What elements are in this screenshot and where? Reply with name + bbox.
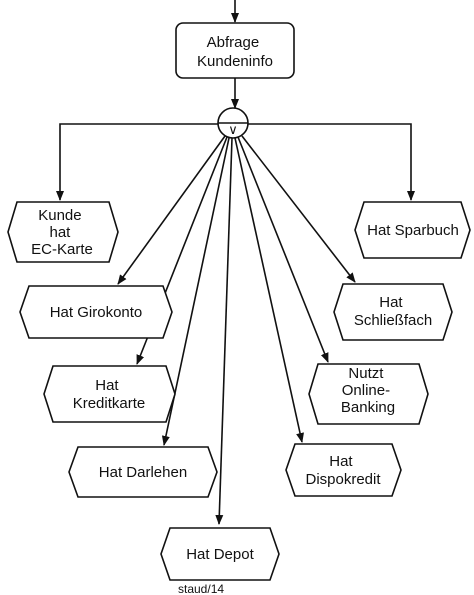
edge-dispokredit [234, 137, 304, 443]
event-ec-karte: Kunde hat EC-Karte [7, 201, 119, 263]
event-online-banking: Nutzt Online- Banking [308, 363, 429, 425]
event-girokonto: Hat Girokonto [19, 285, 173, 339]
svg-text:Hat Darlehen: Hat Darlehen [99, 464, 187, 481]
author-caption: staud/14 [178, 582, 224, 595]
event-dispokredit: Hat Dispokredit [285, 443, 402, 497]
edge-schliessfach [241, 135, 356, 283]
event-label-line: Dispokredit [305, 471, 381, 488]
event-label-line: Kunde [38, 207, 81, 224]
svg-text:Kunde hat EC-Karte: Kunde hat EC-Karte [31, 207, 93, 258]
event-label-line: Hat Depot [186, 546, 254, 563]
function-label-line: Kundeninfo [197, 53, 273, 70]
event-label-line: Schließfach [354, 312, 432, 329]
event-label-line: Hat Girokonto [50, 304, 143, 321]
event-depot: Hat Depot [160, 527, 280, 581]
event-kreditkarte: Hat Kreditkarte [43, 365, 176, 423]
svg-text:Hat Depot: Hat Depot [186, 546, 254, 563]
event-label-line: Online- [342, 382, 390, 399]
event-sparbuch: Hat Sparbuch [354, 201, 471, 259]
or-connector: ∨ [217, 107, 249, 139]
event-label-line: hat [49, 224, 71, 241]
svg-text:Hat Girokonto: Hat Girokonto [50, 304, 143, 321]
event-schliessfach: Hat Schließfach [333, 283, 453, 341]
event-label-line: Kreditkarte [73, 395, 146, 412]
event-label-line: Banking [341, 399, 395, 416]
function-label-line: Abfrage [207, 34, 260, 51]
function-label: Abfrage Kundeninfo [197, 34, 273, 70]
svg-text:Hat Sparbuch: Hat Sparbuch [367, 222, 459, 239]
edge-depot [215, 137, 233, 525]
connector-edges [56, 123, 415, 525]
event-label-line: Hat Darlehen [99, 464, 187, 481]
event-darlehen: Hat Darlehen [68, 446, 218, 498]
edge-sparbuch [248, 123, 415, 201]
event-label-line: Hat [329, 453, 353, 470]
edge-ec-karte [56, 123, 218, 201]
svg-text:Hat Dispokredit: Hat Dispokredit [305, 453, 381, 488]
svg-text:Hat Schließfach: Hat Schließfach [354, 294, 432, 329]
connector-symbol: ∨ [228, 122, 238, 137]
edge-online-banking [237, 136, 329, 363]
event-label-line: Hat [379, 294, 403, 311]
event-label-line: Hat Sparbuch [367, 222, 459, 239]
svg-text:Hat Kreditkarte: Hat Kreditkarte [73, 377, 146, 412]
function-node: Abfrage Kundeninfo [175, 22, 295, 79]
event-label-line: EC-Karte [31, 241, 93, 258]
svg-text:Nutzt Online- Bank: Nutzt Online- Banking [341, 365, 395, 416]
event-label-line: Hat [95, 377, 119, 394]
edge-girokonto [117, 135, 226, 285]
event-label-line: Nutzt [348, 365, 384, 382]
